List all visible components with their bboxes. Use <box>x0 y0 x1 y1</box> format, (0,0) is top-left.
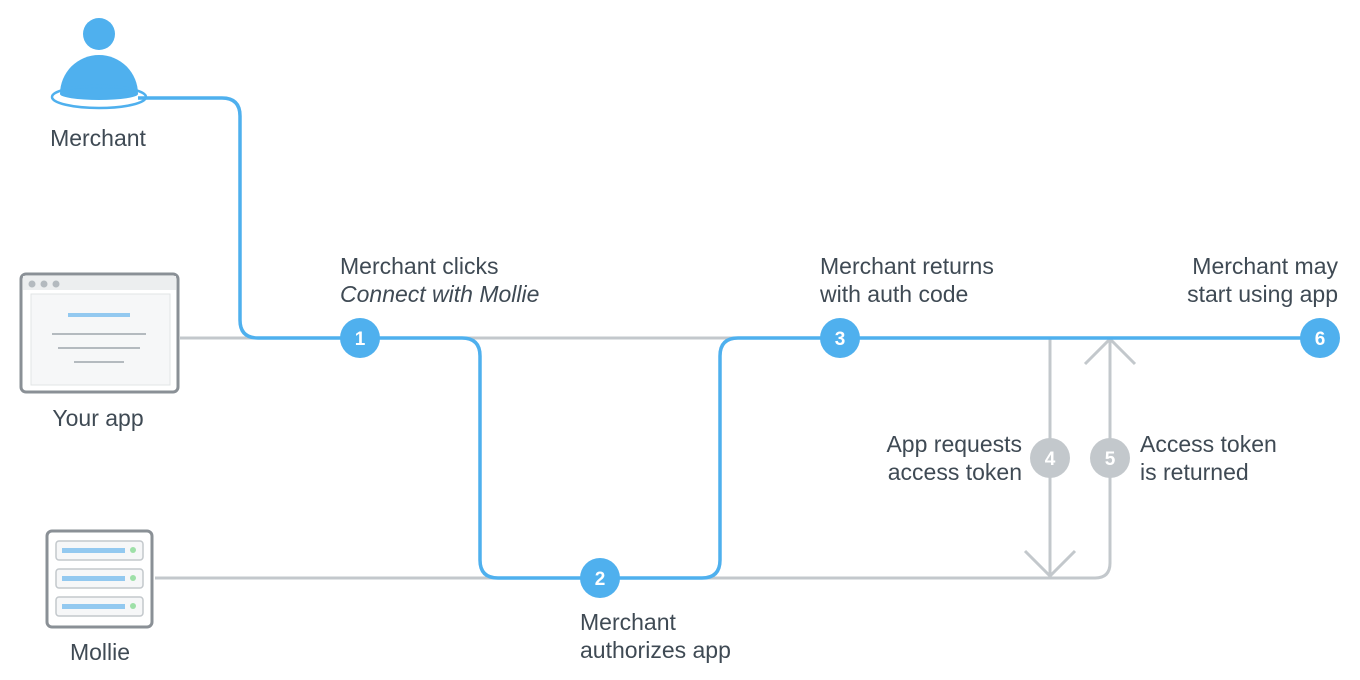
step-2-label: Merchant authorizes app <box>580 609 731 663</box>
step-badge-4: 4 <box>1030 438 1070 478</box>
svg-text:1: 1 <box>355 329 366 350</box>
step-4-label: App requests access token <box>886 431 1022 485</box>
step-3-label: Merchant returns with auth code <box>820 253 994 307</box>
step-badge-5: 5 <box>1090 438 1130 478</box>
step-badge-3: 3 <box>820 318 860 358</box>
svg-text:4: 4 <box>1045 449 1056 470</box>
svg-text:6: 6 <box>1315 329 1326 350</box>
mollie-label: Mollie <box>69 639 131 665</box>
merchant-label: Merchant <box>50 125 146 151</box>
step-1-label: Merchant clicks Connect with Mollie <box>340 253 540 307</box>
step-badge-6: 6 <box>1300 318 1340 358</box>
step-6-label: Merchant may start using app <box>1187 253 1338 307</box>
mollie-lane <box>155 340 1112 580</box>
svg-text:3: 3 <box>835 329 846 350</box>
step-badge-2: 2 <box>580 558 620 598</box>
app-window-icon <box>19 272 180 394</box>
step-badge-1: 1 <box>340 318 380 358</box>
merchant-person-icon <box>50 18 148 110</box>
svg-text:2: 2 <box>595 569 606 590</box>
app-label: Your app <box>52 405 144 431</box>
merchant-flow-path <box>138 96 1320 580</box>
svg-text:5: 5 <box>1105 449 1116 470</box>
mollie-server-icon <box>45 529 154 629</box>
step-5-label: Access token is returned <box>1140 431 1277 485</box>
